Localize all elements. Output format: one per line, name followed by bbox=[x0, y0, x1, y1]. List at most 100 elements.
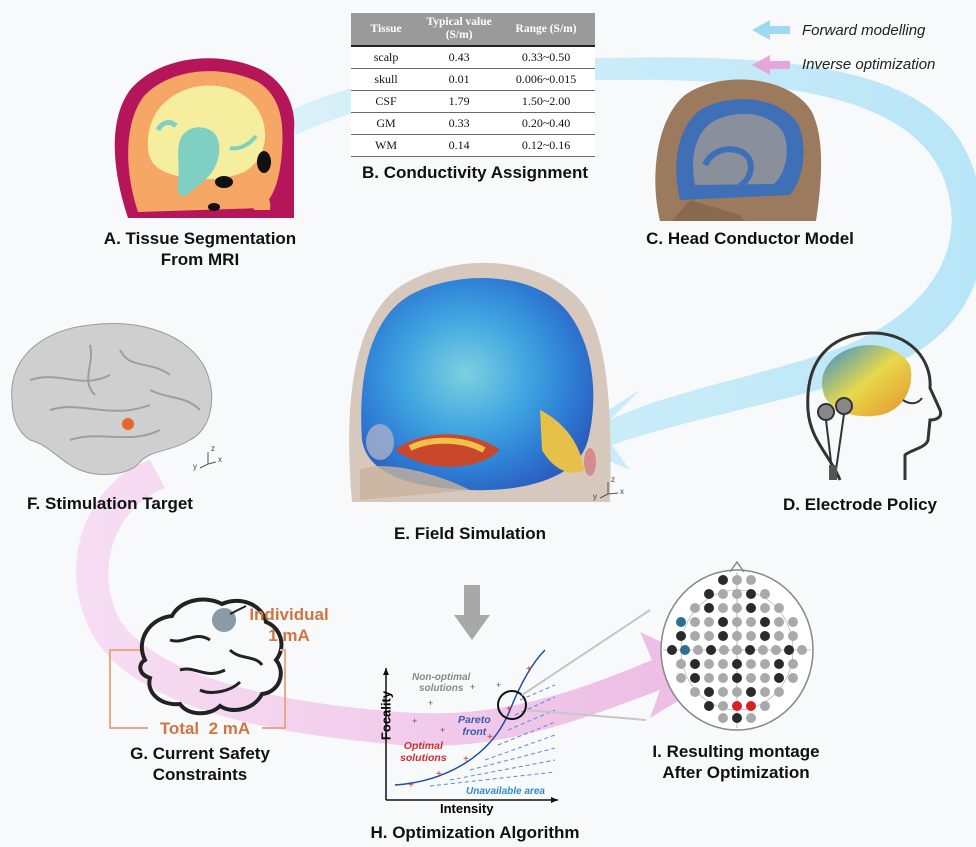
electrode bbox=[690, 631, 700, 641]
electrode bbox=[704, 701, 714, 711]
svg-text:+: + bbox=[412, 716, 417, 726]
electrode bbox=[704, 687, 714, 697]
pareto-line1: Pareto bbox=[458, 714, 491, 726]
total-current-label: Total 2 mA bbox=[159, 719, 251, 738]
svg-text:+: + bbox=[470, 682, 475, 692]
range-cell: 0.12~0.16 bbox=[497, 134, 595, 157]
non-optimal-line1: Non-optimal bbox=[412, 672, 471, 683]
unavailable-area-label: Unavailable area bbox=[466, 786, 545, 797]
range-cell: 1.50~2.00 bbox=[497, 90, 595, 113]
optimal-solutions-label: Optimal solutions bbox=[400, 740, 447, 764]
axis-z-e: z bbox=[611, 475, 615, 484]
electrode bbox=[704, 631, 714, 641]
electrode bbox=[774, 617, 784, 627]
tissue-cell: skull bbox=[351, 68, 422, 91]
electrode bbox=[732, 631, 742, 641]
electrode bbox=[718, 687, 728, 697]
tissue-segmentation-image bbox=[114, 58, 295, 218]
label-f: F. Stimulation Target bbox=[27, 494, 193, 513]
electrode bbox=[676, 617, 686, 627]
axis-triad-e bbox=[599, 482, 619, 499]
constraint-brain-icon bbox=[138, 597, 284, 716]
electrode-grid bbox=[667, 575, 807, 723]
electrode bbox=[746, 673, 756, 683]
svg-text:+: + bbox=[436, 769, 442, 780]
value-cell: 1.79 bbox=[421, 90, 498, 113]
electrode bbox=[732, 701, 742, 711]
electrode bbox=[774, 659, 784, 669]
electrode bbox=[746, 575, 756, 585]
electrode bbox=[706, 645, 716, 655]
electrode bbox=[746, 631, 756, 641]
electrode bbox=[797, 645, 807, 655]
label-e: E. Field Simulation bbox=[393, 524, 547, 543]
svg-text:+: + bbox=[487, 732, 493, 743]
electrode bbox=[746, 589, 756, 599]
header-range: Range (S/m) bbox=[497, 13, 595, 46]
range-cell: 0.006~0.015 bbox=[497, 68, 595, 91]
electrode bbox=[732, 589, 742, 599]
label-c: C. Head Conductor Model bbox=[646, 229, 854, 248]
axis-y-f: y bbox=[193, 462, 197, 471]
electrode bbox=[774, 673, 784, 683]
electrode bbox=[760, 687, 770, 697]
value-cell: 0.14 bbox=[421, 134, 498, 157]
electrode bbox=[690, 617, 700, 627]
tissue-cell: WM bbox=[351, 134, 422, 157]
electrode bbox=[784, 645, 794, 655]
electrode bbox=[732, 687, 742, 697]
inverse-legend-arrow bbox=[752, 55, 790, 75]
header-tissue: Tissue bbox=[351, 13, 422, 46]
electrode bbox=[774, 603, 784, 613]
electrode bbox=[676, 631, 686, 641]
eeg-montage bbox=[660, 560, 814, 731]
electrode bbox=[732, 575, 742, 585]
individual-line2: 1 mA bbox=[268, 626, 310, 645]
electrode bbox=[718, 659, 728, 669]
forward-legend-arrow bbox=[752, 20, 790, 40]
electrode bbox=[704, 603, 714, 613]
down-arrow bbox=[454, 585, 490, 640]
axis-x-f: x bbox=[218, 455, 222, 464]
electrode bbox=[788, 617, 798, 627]
electrode bbox=[732, 713, 742, 723]
electrode bbox=[732, 659, 742, 669]
pareto-front-label: Pareto front bbox=[458, 714, 491, 738]
electrode bbox=[746, 713, 756, 723]
label-b: B. Conductivity Assignment bbox=[361, 163, 589, 182]
electrode bbox=[788, 673, 798, 683]
electrode bbox=[704, 659, 714, 669]
axis-x-e: x bbox=[620, 487, 624, 496]
electrode bbox=[718, 589, 728, 599]
svg-text:+: + bbox=[428, 698, 433, 708]
label-g-line1: G. Current Safety bbox=[130, 744, 270, 763]
electrode bbox=[719, 645, 729, 655]
label-g: G. Current Safety Constraints bbox=[90, 743, 310, 785]
total-current-bracket bbox=[109, 649, 286, 729]
electrode bbox=[774, 631, 784, 641]
label-i-line2: After Optimization bbox=[662, 763, 810, 782]
svg-text:+: + bbox=[440, 725, 445, 735]
conductivity-table: Tissue Typical value (S/m) Range (S/m) s… bbox=[351, 13, 595, 157]
electrode bbox=[718, 603, 728, 613]
plot-xlabel: Intensity bbox=[440, 801, 494, 816]
axis-z-f: z bbox=[211, 444, 215, 453]
plot-ylabel: Focality bbox=[378, 690, 394, 741]
electrode bbox=[693, 645, 703, 655]
range-cell: 0.33~0.50 bbox=[497, 45, 595, 69]
value-cell: 0.33 bbox=[421, 112, 498, 135]
electrode bbox=[746, 701, 756, 711]
value-cell: 0.43 bbox=[421, 45, 498, 69]
label-g-line2: Constraints bbox=[152, 765, 248, 784]
inverse-legend-label: Inverse optimization bbox=[802, 56, 936, 73]
electrode bbox=[760, 659, 770, 669]
range-cell: 0.20~0.40 bbox=[497, 112, 595, 135]
electrode bbox=[732, 673, 742, 683]
electrode-policy-head bbox=[806, 331, 943, 481]
electrode bbox=[718, 673, 728, 683]
forward-legend-label: Forward modelling bbox=[802, 22, 926, 39]
electrode bbox=[732, 617, 742, 627]
